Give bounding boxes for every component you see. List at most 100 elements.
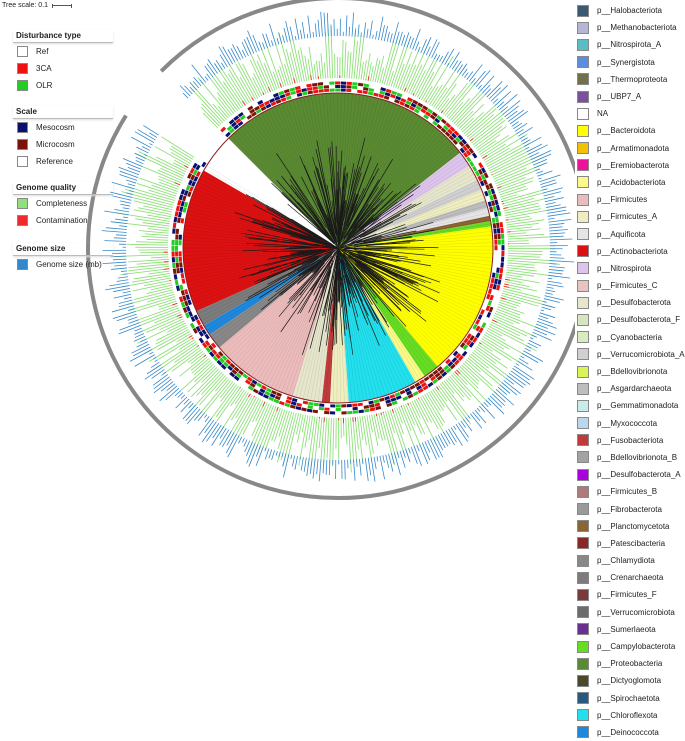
genome-size-bar: [178, 393, 183, 398]
genome-size-bar: [198, 413, 205, 421]
completeness-bar: [499, 302, 517, 308]
phylum-label: p__Methanobacteriota: [597, 23, 677, 32]
annotation-ring-segment: [237, 374, 241, 377]
genome-size-bar: [327, 13, 328, 36]
completeness-bar: [309, 47, 314, 80]
genome-size-bar: [113, 259, 126, 260]
completeness-bar: [151, 257, 168, 258]
completeness-bar: [229, 64, 251, 102]
genome-size-bar: [227, 433, 234, 446]
genome-size-bar: [111, 222, 128, 224]
annotation-ring-segment: [497, 205, 498, 210]
annotation-ring-segment: [463, 140, 466, 144]
annotation-ring-segment: [424, 115, 428, 118]
genome-size-bar: [324, 13, 325, 37]
annotation-ring-segment: [182, 290, 183, 295]
phylum-label: p__Bdellovibrionota_B: [597, 453, 677, 462]
contamination-bar: [277, 407, 278, 411]
phylum-legend-item: p__Methanobacteriota: [577, 19, 685, 36]
contamination-bar: [503, 208, 507, 209]
genome-size-bar: [194, 77, 202, 86]
genome-size-bar: [119, 226, 127, 227]
annotation-ring-segment: [486, 299, 488, 304]
annotation-ring-segment: [296, 91, 301, 92]
annotation-ring-segment: [224, 363, 228, 367]
tree-scale-label: Tree scale: 0.1: [2, 2, 48, 9]
phylum-legend-item: p__Firmicutes_C: [577, 277, 685, 294]
annotation-ring-segment: [495, 212, 496, 217]
annotation-ring-segment: [214, 357, 217, 361]
genome-size-bar: [295, 456, 298, 470]
genome-size-bar: [242, 50, 245, 57]
genome-size-bar: [400, 451, 405, 468]
genome-size-bar: [368, 458, 371, 475]
annotation-ring-segment: [413, 101, 418, 103]
annotation-ring-segment: [436, 374, 440, 377]
genome-size-bar: [525, 348, 531, 351]
annotation-ring-segment: [279, 402, 284, 404]
genome-size-bar: [220, 428, 226, 438]
annotation-ring-segment: [451, 127, 455, 131]
annotation-ring-segment: [292, 399, 297, 400]
annotation-ring-segment: [301, 409, 306, 410]
genome-size-bar: [546, 203, 556, 205]
annotation-ring-segment: [398, 400, 403, 402]
annotation-ring-segment: [408, 98, 413, 100]
phylum-legend-item: p__Desulfobacterota: [577, 294, 685, 311]
annotation-ring-segment: [182, 189, 184, 194]
annotation-ring-segment: [243, 110, 247, 113]
phylum-swatch: [577, 451, 589, 463]
annotation-ring-segment: [314, 404, 319, 405]
contamination-bar: [184, 166, 188, 168]
genome-size-bar: [291, 455, 292, 459]
annotation-ring-segment: [190, 187, 192, 192]
completeness-bar: [505, 282, 529, 287]
annotation-ring-segment: [419, 113, 423, 116]
annotation-ring-segment: [471, 336, 474, 340]
annotation-ring-segment: [381, 406, 386, 407]
annotation-ring-segment: [249, 387, 253, 390]
annotation-ring-segment: [178, 218, 179, 223]
completeness-bar: [478, 345, 501, 361]
annotation-ring-segment: [358, 404, 363, 405]
annotation-ring-segment: [461, 149, 464, 153]
genome-size-bar: [503, 100, 520, 114]
genome-size-bar: [246, 442, 252, 456]
contamination-bar: [441, 110, 443, 113]
genome-size-bar: [506, 378, 514, 384]
phylum-swatch: [577, 73, 589, 85]
completeness-bar: [345, 42, 346, 78]
annotation-ring-segment: [447, 369, 451, 372]
legend-swatch: [17, 156, 28, 167]
genome-size-bar: [181, 401, 191, 412]
genome-size-bar: [520, 136, 525, 139]
annotation-ring-segment: [195, 177, 197, 181]
phylum-legend-item: p__Patescibacteria: [577, 535, 685, 552]
phylum-swatch: [577, 280, 589, 292]
annotation-ring-segment: [184, 308, 186, 313]
completeness-bar: [155, 312, 181, 323]
completeness-bar: [139, 178, 178, 192]
annotation-ring-segment: [487, 197, 489, 202]
completeness-bar: [472, 118, 503, 143]
annotation-ring-segment: [190, 312, 192, 317]
annotation-ring-segment: [352, 84, 357, 85]
completeness-bar: [148, 229, 169, 231]
annotation-ring-segment: [487, 306, 489, 311]
completeness-bar: [508, 253, 542, 254]
annotation-ring-segment: [177, 263, 178, 268]
genome-size-bar: [390, 33, 392, 42]
annotation-ring-segment: [481, 181, 483, 186]
genome-size-bar: [190, 87, 195, 92]
annotation-ring-segment: [479, 176, 481, 180]
genome-size-bar: [237, 46, 243, 58]
legend-item-genome-size: Genome size (mb): [13, 256, 113, 273]
annotation-ring-segment: [502, 262, 503, 267]
phylum-label: p__Gemmatimonadota: [597, 401, 678, 410]
genome-size-bar: [102, 231, 127, 233]
annotation-ring-segment: [446, 123, 450, 126]
annotation-ring-segment: [410, 107, 414, 109]
annotation-ring-segment: [481, 310, 483, 315]
genome-size-bar: [443, 432, 450, 444]
annotation-ring-segment: [428, 110, 432, 113]
